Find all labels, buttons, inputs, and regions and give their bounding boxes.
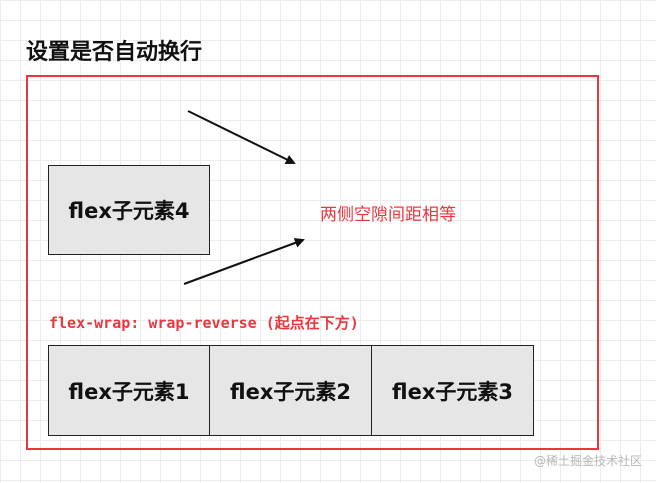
watermark: @稀土掘金技术社区 [533, 454, 642, 468]
diagram-title: 设置是否自动换行 [26, 40, 203, 65]
arrow-upper [187, 110, 296, 164]
flex-item-3-label: flex子元素3 [392, 379, 513, 404]
spacing-note: 两侧空隙间距相等 [320, 205, 456, 225]
flex-item-2: flex子元素2 [209, 345, 372, 436]
arrow-lower [183, 238, 305, 285]
flex-item-3: flex子元素3 [371, 345, 534, 436]
flex-item-1: flex子元素1 [48, 345, 210, 436]
flex-item-4-label: flex子元素4 [68, 199, 190, 223]
flex-item-1-label: flex子元素1 [68, 379, 190, 404]
flex-item-2-label: flex子元素2 [230, 379, 351, 404]
flex-item-4: flex子元素4 [48, 165, 210, 255]
flex-container-frame [26, 75, 599, 450]
flex-wrap-label: flex-wrap: wrap-reverse (起点在下方) [49, 314, 359, 332]
